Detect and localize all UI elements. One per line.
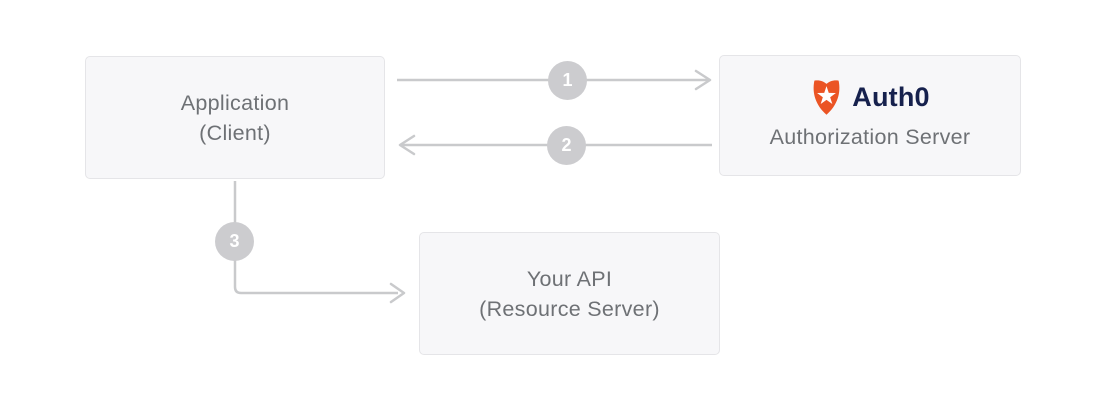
application-title: Application (180, 90, 290, 115)
authorization-server-label: Authorization Server (769, 125, 971, 149)
arrow-3-line (233, 181, 398, 295)
auth0-brand-name: Auth0 (852, 82, 930, 112)
step-badge-1: 1 (548, 61, 587, 100)
arrow-3-head-icon (389, 282, 406, 304)
your-api-title: Your API (526, 266, 613, 291)
node-application-client: Application (Client) (85, 56, 385, 179)
application-subtitle: (Client) (199, 120, 271, 145)
your-api-subtitle: (Resource Server) (479, 296, 660, 321)
arrow-1-head-icon (694, 69, 712, 91)
step-badge-3: 3 (215, 222, 254, 261)
arrow-2-head-icon (398, 134, 416, 156)
step-2-number: 2 (561, 135, 572, 155)
node-authorization-server: Auth0 Authorization Server (719, 55, 1021, 176)
step-1-number: 1 (562, 70, 573, 90)
auth0-brand-row: Auth0 (810, 79, 930, 116)
auth0-shield-icon (813, 80, 840, 115)
step-badge-2: 2 (547, 126, 586, 165)
step-3-number: 3 (229, 231, 240, 251)
node-your-api: Your API (Resource Server) (419, 232, 720, 355)
